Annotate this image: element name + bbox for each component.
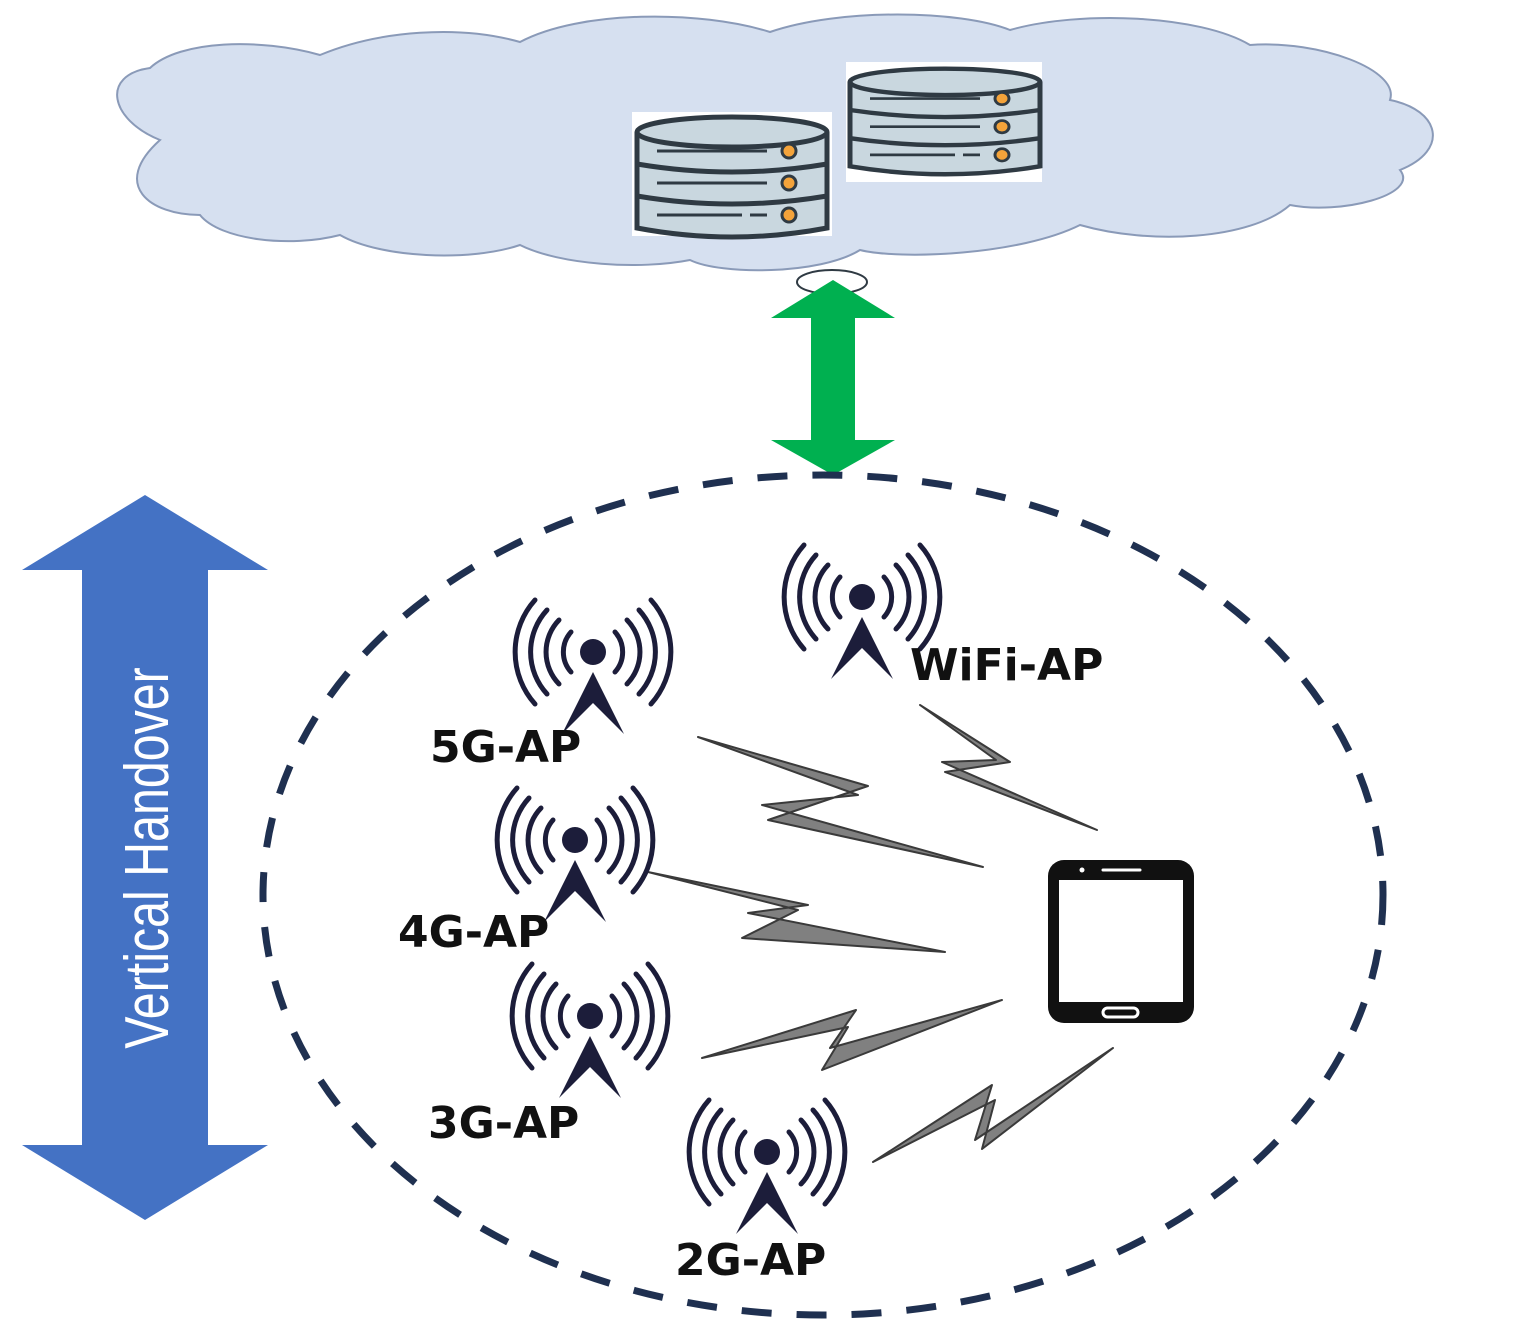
signal-bolt-4g: [647, 871, 946, 953]
signal-bolt-3g: [701, 999, 1003, 1071]
signal-bolt-2g: [872, 1047, 1114, 1163]
ap-label-3g: 3G-AP: [428, 1098, 579, 1149]
signal-bolt-5g: [697, 736, 984, 868]
server-back-icon: [846, 62, 1042, 182]
access-point-wifi: WiFi-AP: [784, 545, 1103, 691]
vertical-handover-arrow: Vertical Handover: [22, 495, 268, 1220]
cloud: [116, 13, 1434, 295]
ap-label-2g: 2G-AP: [675, 1235, 826, 1286]
antenna-icon: [497, 788, 653, 922]
cloud-link-arrow: [771, 280, 895, 475]
coverage-boundary: [259, 471, 1387, 1319]
access-point-3g: 3G-AP: [428, 964, 668, 1149]
ap-label-4g: 4G-AP: [398, 907, 549, 958]
ap-label-5g: 5G-AP: [430, 722, 581, 773]
antenna-icon: [512, 964, 668, 1098]
ap-label-wifi: WiFi-AP: [910, 640, 1103, 691]
antenna-icon: [515, 600, 671, 734]
server-front-icon: [632, 112, 832, 237]
vertical-handover-label: Vertical Handover: [112, 667, 181, 1049]
signal-bolt-wifi: [919, 704, 1098, 831]
signal-bolts: [647, 704, 1114, 1163]
antenna-icon: [689, 1100, 845, 1234]
access-point-4g: 4G-AP: [398, 788, 653, 958]
access-point-5g: 5G-AP: [430, 600, 671, 773]
smartphone-icon: [1048, 860, 1194, 1023]
access-point-2g: 2G-AP: [675, 1100, 845, 1286]
